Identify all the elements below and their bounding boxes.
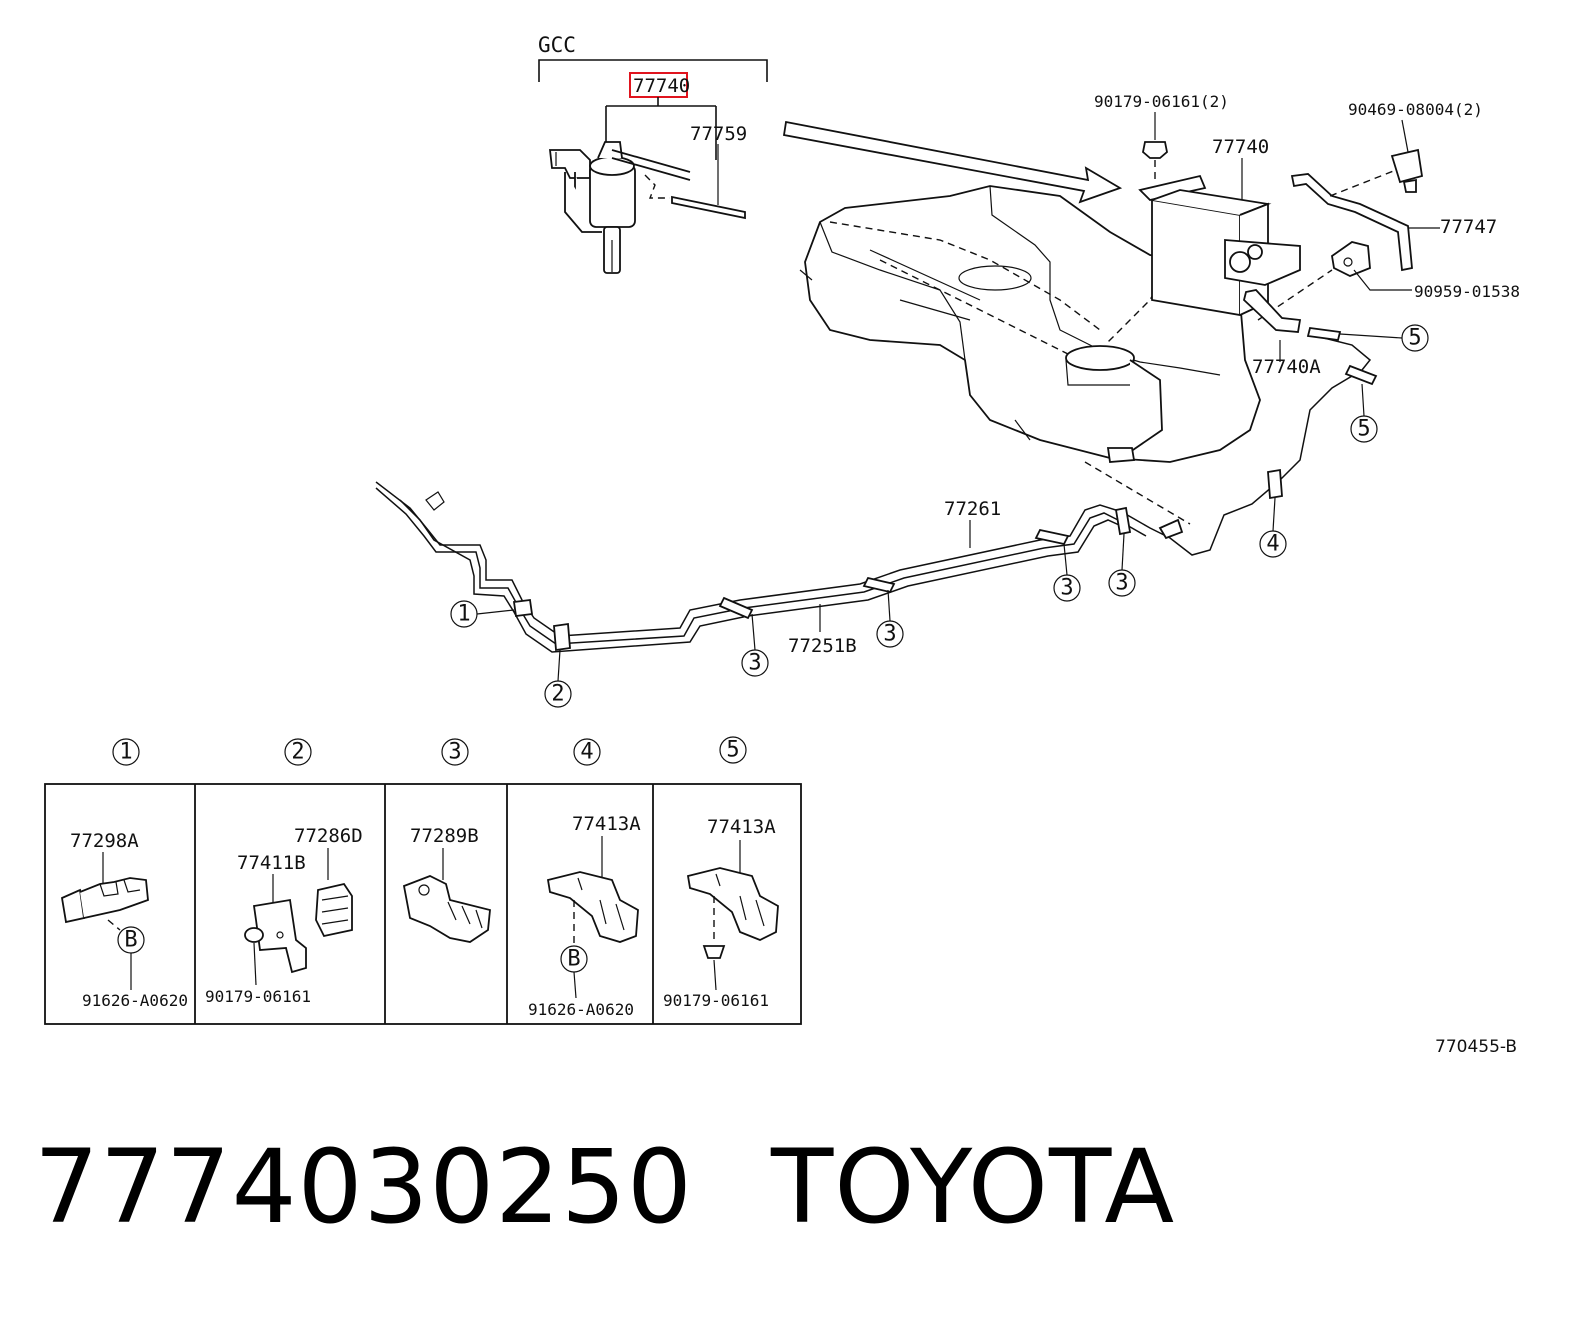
callout-3b[interactable]: 3 [876,589,904,648]
hose-77740A-icon [1242,289,1302,333]
svg-text:2: 2 [551,682,564,707]
bolt-b-label-1: B [124,928,137,953]
canister-gcc-icon [548,141,746,274]
callout-4[interactable]: 4 [1259,497,1287,558]
svg-text:3: 3 [1115,571,1128,596]
part-77740-right-label: 77740 [1212,136,1269,158]
callout-2[interactable]: 2 [544,649,572,708]
svg-text:5: 5 [1408,326,1421,351]
title-brand: TOYOTA [770,1128,1176,1247]
canister-right-group: 90179-06161(2) 77740 90469-08004(2) 7774… [1094,92,1520,378]
clamp-90959-icon [1331,241,1371,277]
pipe-routing: 77261 77251B [375,327,1378,657]
clip-77286D-icon [315,882,353,938]
detail-box-1: 77298A B 91626-A0620 [60,830,188,1010]
detail-header-2: 2 [291,740,304,765]
part-77413A-label-2: 77413A [707,816,776,838]
part-90179-top-label: 90179-06161(2) [1094,92,1229,111]
detail-headers: 1 2 3 4 5 [112,736,747,766]
callout-3a[interactable]: 3 [741,613,769,677]
nut-90179-icon-2 [702,945,726,959]
callouts: 1 2 3 3 3 3 4 [450,324,1429,708]
gcc-group: GCC 77740 77759 [538,33,768,274]
fuel-tank-icon [799,185,1261,525]
hose-77747-icon [1290,173,1413,272]
valve-icon [1390,148,1424,193]
detail-table: 1 2 3 4 5 77298A B 91626-A0620 [44,736,802,1025]
bolt-icon [1142,141,1168,159]
svg-text:3: 3 [883,622,896,647]
page-title: 7774030250 TOYOTA [34,1128,1175,1248]
svg-text:4: 4 [1266,532,1279,557]
svg-text:1: 1 [457,602,470,627]
detail-box-5: 77413A 90179-06161 [663,816,779,1010]
direction-arrow [782,120,1123,204]
svg-text:3: 3 [748,651,761,676]
part-77298A-label: 77298A [70,830,139,852]
detail-box-3: 77289B [402,825,491,943]
callout-3d[interactable]: 3 [1108,533,1136,597]
detail-header-1: 1 [119,740,132,765]
part-77740-highlighted[interactable]: 77740 [633,75,690,97]
part-90469-label: 90469-08004(2) [1348,100,1483,119]
part-77261-label: 77261 [944,498,1001,520]
part-77289B-label: 77289B [410,825,479,847]
callout-1[interactable]: 1 [450,600,515,628]
gcc-label: GCC [538,33,576,57]
detail-header-3: 3 [448,740,461,765]
part-90179-label-2: 90179-06161 [663,991,769,1010]
detail-box-2: 77286D 77411B 90179-06161 [205,825,363,1006]
clip-77289B-icon [402,875,491,943]
part-91626-label-1: 91626-A0620 [82,991,188,1010]
title-part-number: 7774030250 [34,1128,693,1247]
bolt-b-label-2: B [567,947,580,972]
part-90179-label-1: 90179-06161 [205,987,311,1006]
callout-5a[interactable]: 5 [1339,324,1429,352]
canister-right-icon [1138,174,1301,317]
part-77413A-label-1: 77413A [572,813,641,835]
part-91626-label-2: 91626-A0620 [528,1000,634,1019]
part-90959-label: 90959-01538 [1414,282,1520,301]
detail-header-5: 5 [726,738,739,763]
part-77411B-label: 77411B [237,852,306,874]
svg-text:3: 3 [1060,576,1073,601]
diagram-code: 770455-B [1435,1037,1517,1057]
part-77759-label: 77759 [690,123,747,145]
callout-3c[interactable]: 3 [1053,543,1081,602]
callout-5b[interactable]: 5 [1350,383,1378,443]
part-77251B-label: 77251B [788,635,857,657]
clip-77298A-icon [60,877,149,924]
nut-90179-icon-1 [244,927,264,943]
detail-box-4: 77413A B 91626-A0620 [528,813,641,1019]
part-77740A-label: 77740A [1252,356,1321,378]
part-77286D-label: 77286D [294,825,363,847]
clip-77413A-icon-2 [686,867,779,941]
detail-header-4: 4 [580,740,593,765]
part-77747-label: 77747 [1440,216,1497,238]
svg-text:5: 5 [1357,417,1370,442]
clip-77413A-icon-1 [546,871,639,943]
